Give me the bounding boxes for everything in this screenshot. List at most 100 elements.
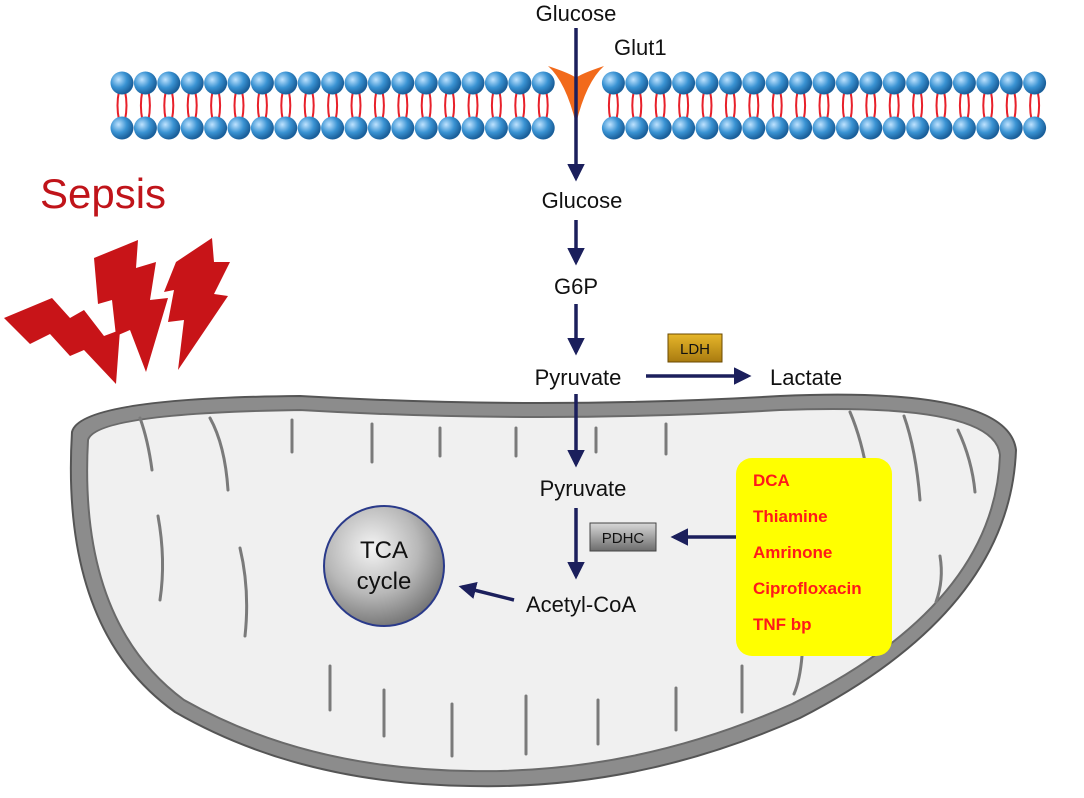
cell-membrane: [110, 71, 1047, 140]
lipid-head: [789, 71, 813, 95]
pyruvate-mito-label: Pyruvate: [540, 476, 627, 501]
lipid-head: [952, 116, 976, 140]
lipid-head: [204, 71, 228, 95]
lipid-head: [882, 116, 906, 140]
lipid-head: [461, 116, 485, 140]
lipid-head: [367, 71, 391, 95]
lipid-head: [438, 116, 462, 140]
lipid-head: [999, 116, 1023, 140]
ldh-label: LDH: [680, 341, 710, 358]
lipid-head: [976, 116, 1000, 140]
lightning-bolt-icon: [164, 238, 230, 370]
tca-cycle: TCA cycle: [323, 505, 445, 627]
lipid-head: [718, 116, 742, 140]
lipid-head: [297, 116, 321, 140]
lipid-head: [110, 71, 134, 95]
lipid-head: [204, 116, 228, 140]
pathway-arrows: [458, 28, 752, 602]
lipid-head: [110, 116, 134, 140]
lipid-head: [508, 71, 532, 95]
lightning-bolt-icon: [94, 240, 168, 372]
cristae: [138, 410, 977, 758]
lipid-head: [1023, 116, 1047, 140]
lipid-head: [789, 116, 813, 140]
lipid-head: [531, 71, 555, 95]
drug-item: Amrinone: [753, 543, 832, 562]
lipid-head: [250, 71, 274, 95]
drug-item: TNF bp: [753, 615, 812, 634]
pdhc-enzyme-box: PDHC: [589, 522, 657, 552]
lipid-head: [929, 116, 953, 140]
lightning-bolt-icon: [4, 298, 120, 384]
sepsis-title: Sepsis: [40, 170, 166, 217]
glut1-label: Glut1: [614, 35, 667, 60]
lipid-head: [765, 71, 789, 95]
lipid-head: [414, 116, 438, 140]
tca-label-line2: cycle: [357, 568, 412, 595]
lipid-head: [180, 116, 204, 140]
lipid-head: [391, 116, 415, 140]
lipid-head: [718, 71, 742, 95]
lipid-head: [157, 116, 181, 140]
lipid-head: [929, 71, 953, 95]
lactate-label: Lactate: [770, 365, 842, 390]
lipid-head: [508, 116, 532, 140]
lipid-head: [835, 116, 859, 140]
g6p-label: G6P: [554, 274, 598, 299]
lipid-head: [133, 116, 157, 140]
lipid-head: [601, 116, 625, 140]
lipid-head: [297, 71, 321, 95]
lipid-head: [601, 71, 625, 95]
lipid-head: [274, 71, 298, 95]
drug-item: Thiamine: [753, 507, 828, 526]
lipid-head: [695, 71, 719, 95]
lipid-head: [461, 71, 485, 95]
lipid-head: [906, 71, 930, 95]
lipid-head: [952, 71, 976, 95]
lipid-head: [812, 71, 836, 95]
lipid-head: [250, 116, 274, 140]
lipid-head: [882, 71, 906, 95]
glucose-outside-label: Glucose: [536, 1, 617, 26]
ldh-enzyme-box: LDH: [667, 333, 723, 363]
lipid-head: [859, 71, 883, 95]
lipid-head: [484, 116, 508, 140]
drug-item: DCA: [753, 471, 790, 490]
lipid-head: [625, 71, 649, 95]
lipid-head: [742, 116, 766, 140]
lipid-head: [648, 71, 672, 95]
acetyl-coa-label: Acetyl-CoA: [526, 592, 636, 617]
lipid-head: [414, 71, 438, 95]
glucose-inside-label: Glucose: [542, 188, 623, 213]
lipid-head: [484, 71, 508, 95]
lipid-head: [1023, 71, 1047, 95]
tca-label-line1: TCA: [360, 537, 408, 564]
lipid-head: [835, 71, 859, 95]
lightning-bolts: [4, 238, 230, 384]
lipid-head: [321, 116, 345, 140]
lipid-head: [274, 116, 298, 140]
lipid-head: [531, 116, 555, 140]
pyruvate-cytosol-label: Pyruvate: [535, 365, 622, 390]
lipid-head: [180, 71, 204, 95]
lipid-head: [859, 116, 883, 140]
lipid-head: [344, 116, 368, 140]
lipid-head: [157, 71, 181, 95]
pdhc-label: PDHC: [602, 530, 645, 547]
lipid-head: [765, 116, 789, 140]
pathway-labels: Glucose Glut1 Glucose G6P Pyruvate Lacta…: [526, 1, 842, 617]
lipid-head: [906, 116, 930, 140]
lipid-head: [133, 71, 157, 95]
lipid-head: [648, 116, 672, 140]
lipid-head: [672, 71, 696, 95]
lipid-head: [812, 116, 836, 140]
lipid-head: [227, 116, 251, 140]
lipid-head: [742, 71, 766, 95]
lipid-head: [438, 71, 462, 95]
lipid-head: [344, 71, 368, 95]
arrow-acetylcoa-to-tca: [458, 581, 515, 602]
lipid-head: [672, 116, 696, 140]
